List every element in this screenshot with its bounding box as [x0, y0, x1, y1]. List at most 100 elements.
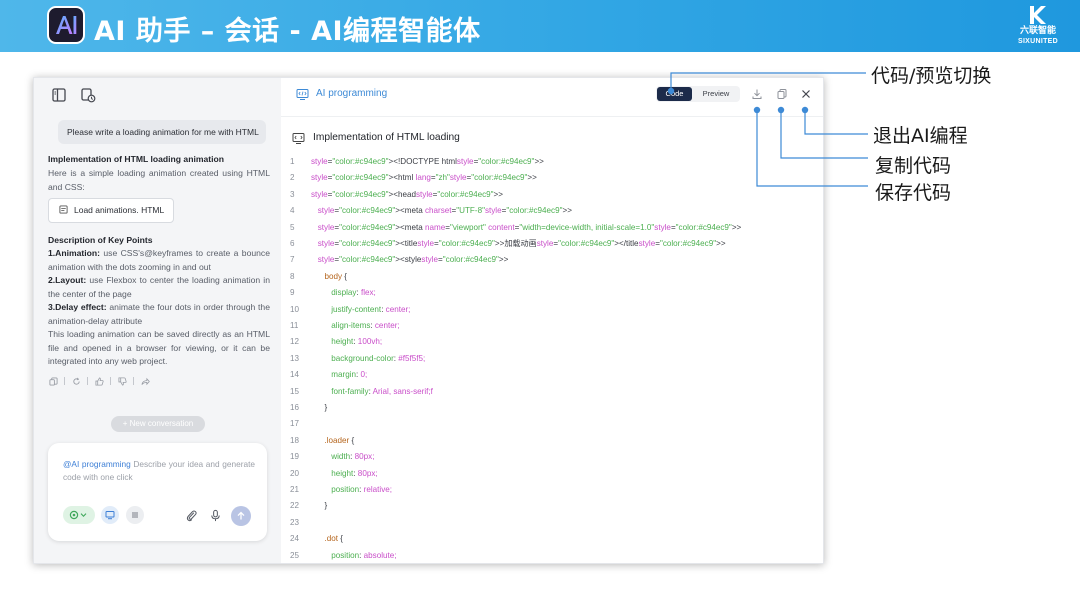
code-line: 4 style="color:#c94ec9"><meta charset="U…: [281, 203, 789, 219]
code-text: height: 80px;: [331, 468, 378, 478]
code-line: 11 align-items: center;: [281, 318, 789, 334]
code-line: 18 .loader {: [281, 433, 789, 449]
close-icon[interactable]: [800, 87, 812, 99]
key-point: 3.Delay effect: animate the four dots in…: [48, 302, 270, 326]
chat-input[interactable]: @AI programming Describe your idea and g…: [63, 458, 255, 483]
new-conversation-button[interactable]: + New conversation: [111, 416, 205, 432]
code-text: position: absolute;: [331, 550, 397, 560]
code-text: .loader {: [324, 435, 355, 445]
code-line: 23: [281, 515, 789, 531]
sidebar-toggle-icon[interactable]: [51, 87, 67, 103]
send-button[interactable]: [231, 506, 251, 526]
mode-selector[interactable]: [63, 506, 95, 524]
code-file-icon: [292, 132, 305, 145]
code-text: position: relative;: [331, 485, 392, 494]
brand-mark-icon: [1030, 6, 1046, 24]
page-title: AI 助手 – 会话 - AI编程智能体: [94, 16, 481, 47]
line-number: 10: [290, 304, 300, 314]
line-number: 23: [290, 517, 300, 527]
code-text: display: flex;: [331, 288, 376, 298]
line-number: 8: [290, 271, 295, 281]
thumbs-down-icon[interactable]: [117, 376, 127, 386]
code-line: 22 }: [281, 498, 789, 514]
code-monitor-icon: [105, 511, 115, 520]
line-number: 19: [290, 452, 300, 462]
line-number: 2: [290, 173, 295, 183]
mode-chevron-icon: [69, 510, 87, 520]
code-text: style="color:#c94ec9"><stylestyle="color…: [317, 255, 509, 265]
options-button[interactable]: [126, 506, 144, 524]
user-message: Please write a loading animation for me …: [58, 120, 266, 144]
divider: [64, 377, 65, 385]
code-line: 14 margin: 0;: [281, 367, 789, 383]
code-preview-toggle: Code Preview: [656, 86, 740, 102]
download-icon[interactable]: [751, 87, 763, 99]
callout-exit: 退出AI编程: [873, 125, 968, 147]
answer-intro: Here is a simple loading animation creat…: [48, 168, 270, 192]
code-text: style="color:#c94ec9"><meta charset="UTF…: [317, 206, 572, 216]
file-chip[interactable]: Load animations. HTML: [48, 198, 174, 223]
line-number: 21: [290, 485, 300, 494]
input-placeholder: Describe your idea and generate code wit…: [63, 459, 256, 482]
line-number: 4: [290, 206, 295, 216]
code-line: 7 style="color:#c94ec9"><stylestyle="col…: [281, 252, 789, 268]
divider: [110, 377, 111, 385]
answer-closing: This loading animation can be saved dire…: [48, 329, 270, 367]
code-text: background-color: #f5f5f5;: [331, 353, 426, 363]
line-number: 13: [290, 353, 300, 363]
code-line: 13 background-color: #f5f5f5;: [281, 351, 789, 367]
copy-icon[interactable]: [776, 87, 788, 99]
copy-message-icon[interactable]: [48, 376, 58, 386]
line-number: 1: [290, 157, 295, 166]
line-number: 20: [290, 468, 300, 478]
line-number: 22: [290, 501, 300, 511]
code-line: 8 body {: [281, 269, 789, 285]
code-heading: Implementation of HTML loading: [313, 132, 460, 143]
panel-title: AI programming: [316, 88, 388, 99]
line-number: 11: [290, 321, 299, 330]
code-line: 24 .dot {: [281, 531, 789, 547]
code-line: 5 style="color:#c94ec9"><meta name="view…: [281, 220, 789, 236]
thumbs-up-icon[interactable]: [94, 376, 104, 386]
code-line: 25 position: absolute;: [281, 548, 789, 563]
new-chat-icon[interactable]: [80, 87, 96, 103]
code-line: 6 style="color:#c94ec9"><titlestyle="col…: [281, 236, 789, 252]
tab-code[interactable]: Code: [657, 87, 692, 101]
key-points-title: Description of Key Points: [48, 235, 153, 245]
code-text: font-family: Arial, sans-serif;f: [331, 386, 433, 396]
code-line: 16 }: [281, 400, 789, 416]
divider: [133, 377, 134, 385]
chat-panel: Please write a loading animation for me …: [34, 78, 281, 563]
line-number: 17: [290, 419, 300, 429]
menu-icon: [132, 512, 138, 518]
line-number: 3: [290, 189, 295, 199]
brand-name-cn: 六联智能: [1019, 26, 1056, 36]
code-text: margin: 0;: [331, 370, 368, 380]
code-text: }: [311, 501, 328, 511]
line-number: 14: [290, 370, 300, 380]
code-line: 15 font-family: Arial, sans-serif;f: [281, 384, 789, 400]
answer-title: Implementation of HTML loading animation: [48, 154, 225, 164]
attachment-icon[interactable]: [184, 508, 198, 522]
code-line: 12 height: 100vh;: [281, 334, 789, 350]
code-text: style="color:#c94ec9"><html lang="zh"sty…: [311, 173, 537, 183]
code-text: style="color:#c94ec9"><meta name="viewpo…: [317, 222, 742, 232]
file-icon: [59, 205, 68, 214]
code-line: 20 height: 80px;: [281, 466, 789, 482]
share-icon[interactable]: [140, 376, 150, 386]
line-number: 12: [290, 337, 300, 347]
arrow-up-icon: [237, 511, 245, 520]
key-point: 1.Animation: use CSS's@keyframes to crea…: [48, 248, 270, 272]
message-actions: [48, 375, 156, 387]
tab-preview[interactable]: Preview: [702, 89, 730, 98]
chat-input-box[interactable]: @AI programming Describe your idea and g…: [48, 443, 267, 541]
code-text: body {: [324, 271, 348, 281]
regenerate-icon[interactable]: [71, 376, 81, 386]
brand-logo: 六联智能 SIXUNITED: [1010, 4, 1066, 46]
code-mode-button[interactable]: [101, 506, 119, 524]
code-text: .dot {: [324, 534, 343, 544]
code-line: 2 style="color:#c94ec9"><html lang="zh"st…: [281, 170, 789, 186]
callout-save: 保存代码: [875, 182, 952, 204]
microphone-icon[interactable]: [208, 508, 222, 522]
